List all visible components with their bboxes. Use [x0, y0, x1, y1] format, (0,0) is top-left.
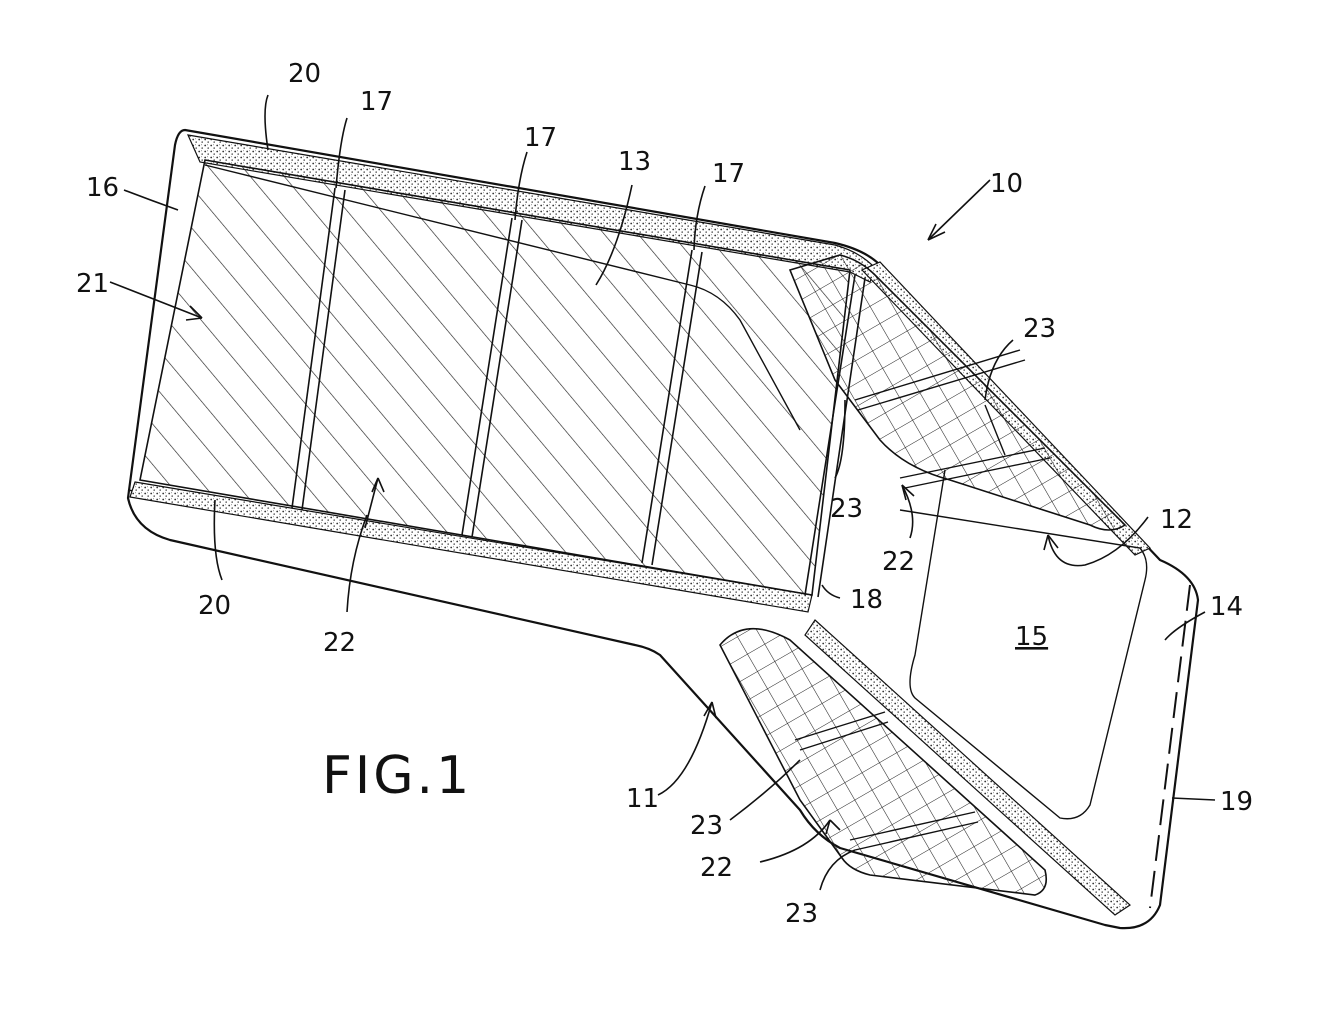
label-13: 13 — [618, 147, 651, 177]
label-19: 19 — [1220, 787, 1253, 817]
label-23-upper-right: 23 — [1023, 314, 1056, 344]
figure-title: FIG.1 — [322, 746, 472, 806]
label-11: 11 — [626, 784, 659, 814]
label-20-bottom: 20 — [198, 591, 231, 621]
label-12: 12 — [1160, 505, 1193, 535]
lower-mesh-panel — [720, 620, 1130, 915]
label-20-top: 20 — [288, 59, 321, 89]
label-16: 16 — [86, 173, 119, 203]
label-22-left: 22 — [323, 628, 356, 658]
side-wall-panel — [130, 135, 875, 612]
label-23-lower-left: 23 — [690, 811, 723, 841]
label-22-upper: 22 — [882, 547, 915, 577]
label-17-middle: 17 — [524, 123, 557, 153]
label-18: 18 — [850, 585, 883, 615]
label-17-left: 17 — [360, 87, 393, 117]
label-22-lower: 22 — [700, 853, 733, 883]
label-23-lower-bottom: 23 — [785, 899, 818, 929]
label-21: 21 — [76, 269, 109, 299]
label-17-right: 17 — [712, 159, 745, 189]
label-14: 14 — [1210, 592, 1243, 622]
label-23-upper-mid: 23 — [830, 494, 863, 524]
label-15: 15 — [1015, 622, 1048, 652]
label-10: 10 — [990, 169, 1023, 199]
